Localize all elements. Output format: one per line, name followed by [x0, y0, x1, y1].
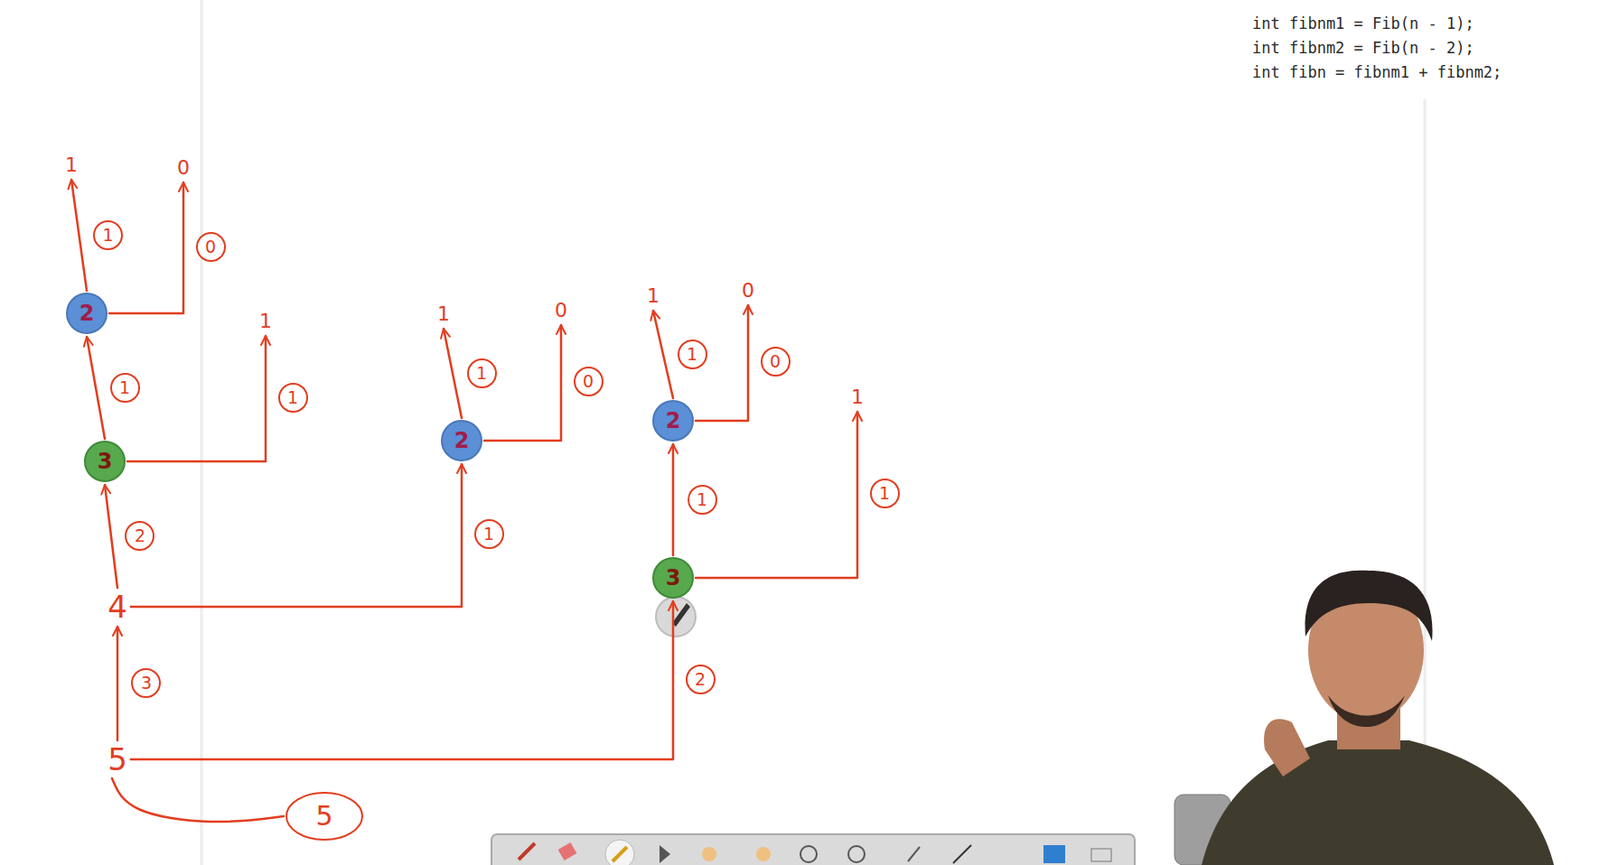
call-value: 4 [105, 589, 130, 625]
return-value: 0 [573, 366, 604, 397]
toolbar-icons [518, 840, 1112, 865]
circle-shape [66, 293, 107, 334]
call-arrow [130, 464, 462, 608]
circle-shape [441, 421, 482, 461]
call-arrow [112, 778, 284, 823]
circle-shape [652, 400, 694, 442]
pen-cursor [655, 597, 696, 637]
node-value: 1 [437, 304, 450, 325]
return-value: 2 [685, 664, 716, 695]
base-case-value: 0 [552, 299, 570, 323]
circle-shape [653, 401, 693, 441]
result-ring: 5 [285, 792, 364, 842]
call-circle: 3 [84, 440, 126, 483]
circle-shape [65, 292, 108, 335]
call-circle: 3 [652, 557, 694, 599]
return-value: 0 [760, 346, 791, 377]
node-value: 5 [107, 744, 128, 776]
code-line: int fibn = fibnm1 + fibnm2; [1252, 63, 1502, 82]
node-value: 5 [315, 803, 333, 831]
call-arrow [127, 336, 266, 462]
circle-shape [652, 557, 694, 599]
call-arrow [695, 411, 858, 579]
return-value: 0 [196, 232, 226, 262]
call-value: 5 [105, 742, 130, 777]
circle-shape [653, 558, 693, 599]
call-arrow [484, 325, 562, 441]
call-circle: 2 [65, 292, 108, 335]
return-value: 1 [110, 373, 141, 403]
return-value: 1 [870, 478, 900, 509]
call-arrow [130, 601, 674, 760]
return-value: 1 [93, 220, 123, 251]
call-arrow [116, 626, 120, 741]
return-value: 1 [687, 485, 718, 515]
node-value: 0 [177, 158, 190, 178]
code-line: int fibnm1 = Fib(n - 1); [1252, 14, 1475, 33]
call-arrow [71, 179, 87, 291]
node-value: 2 [665, 410, 682, 432]
call-circle: 2 [652, 400, 694, 442]
return-value: 1 [467, 358, 497, 389]
call-arrow [109, 182, 184, 314]
code-line: int fibnm2 = Fib(n - 2); [1252, 38, 1475, 57]
return-value: 3 [130, 668, 161, 699]
call-circle: 2 [440, 420, 483, 462]
base-case-value: 1 [257, 309, 274, 334]
ring-outline [285, 792, 364, 842]
return-value: 1 [278, 383, 309, 413]
call-arrow [653, 310, 674, 399]
pen-cursor [672, 603, 691, 627]
node-value: 2 [454, 430, 470, 452]
node-value: 0 [554, 300, 568, 321]
call-arrow [443, 328, 462, 419]
call-arrow [695, 305, 749, 422]
base-case-value: 1 [435, 302, 452, 327]
base-case-value: 1 [645, 284, 662, 309]
node-value: 1 [259, 311, 272, 332]
circle-shape [84, 440, 126, 483]
call-arrow [86, 336, 105, 440]
page-guide [200, 0, 204, 865]
call-arrow [672, 444, 675, 556]
node-value: 1 [65, 155, 78, 176]
ring-outline [286, 793, 363, 841]
node-value: 2 [79, 302, 95, 325]
toolbar [491, 834, 1135, 865]
circle-shape [440, 420, 483, 462]
base-case-value: 0 [739, 279, 757, 303]
return-value: 1 [474, 519, 505, 550]
base-case-value: 0 [175, 156, 192, 180]
node-value: 1 [646, 286, 660, 307]
base-case-value: 1 [849, 385, 866, 410]
node-value: 3 [665, 567, 682, 590]
node-value: 1 [851, 387, 864, 408]
base-case-value: 1 [63, 153, 80, 178]
node-value: 0 [741, 280, 755, 301]
node-value: 3 [97, 450, 113, 473]
return-value: 1 [677, 339, 708, 370]
node-value: 4 [107, 591, 128, 623]
circle-shape [84, 441, 125, 482]
call-arrow [104, 485, 118, 589]
presenter [1174, 570, 1554, 865]
return-value: 2 [124, 521, 155, 552]
